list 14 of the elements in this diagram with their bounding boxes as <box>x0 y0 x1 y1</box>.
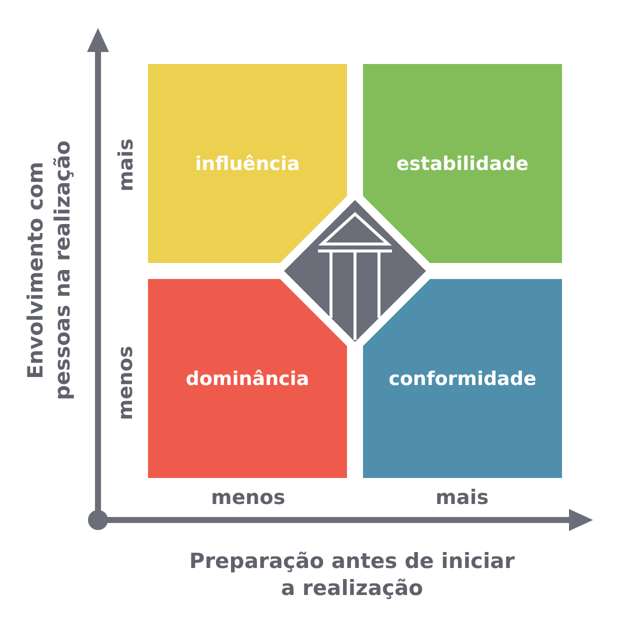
quadrant-box <box>363 279 562 478</box>
quadrant-label: estabilidade <box>396 152 529 174</box>
quadrant-label: dominância <box>186 368 310 390</box>
quadrant-label: influência <box>195 152 300 174</box>
quadrant-label: conformidade <box>388 368 536 390</box>
quadrant-box <box>148 279 347 478</box>
axis-level-label: mais <box>436 485 489 509</box>
axis-level-label: mais <box>113 138 138 192</box>
quadrant-box <box>148 64 347 263</box>
axis-title: Preparação antes de iniciar a realização <box>188 548 516 602</box>
quadrant-box <box>363 64 562 263</box>
axis-title: Envolvimento com pessoas na realização <box>22 138 76 402</box>
axis-level-label: menos <box>211 485 286 509</box>
axis-level-label: menos <box>113 346 138 420</box>
